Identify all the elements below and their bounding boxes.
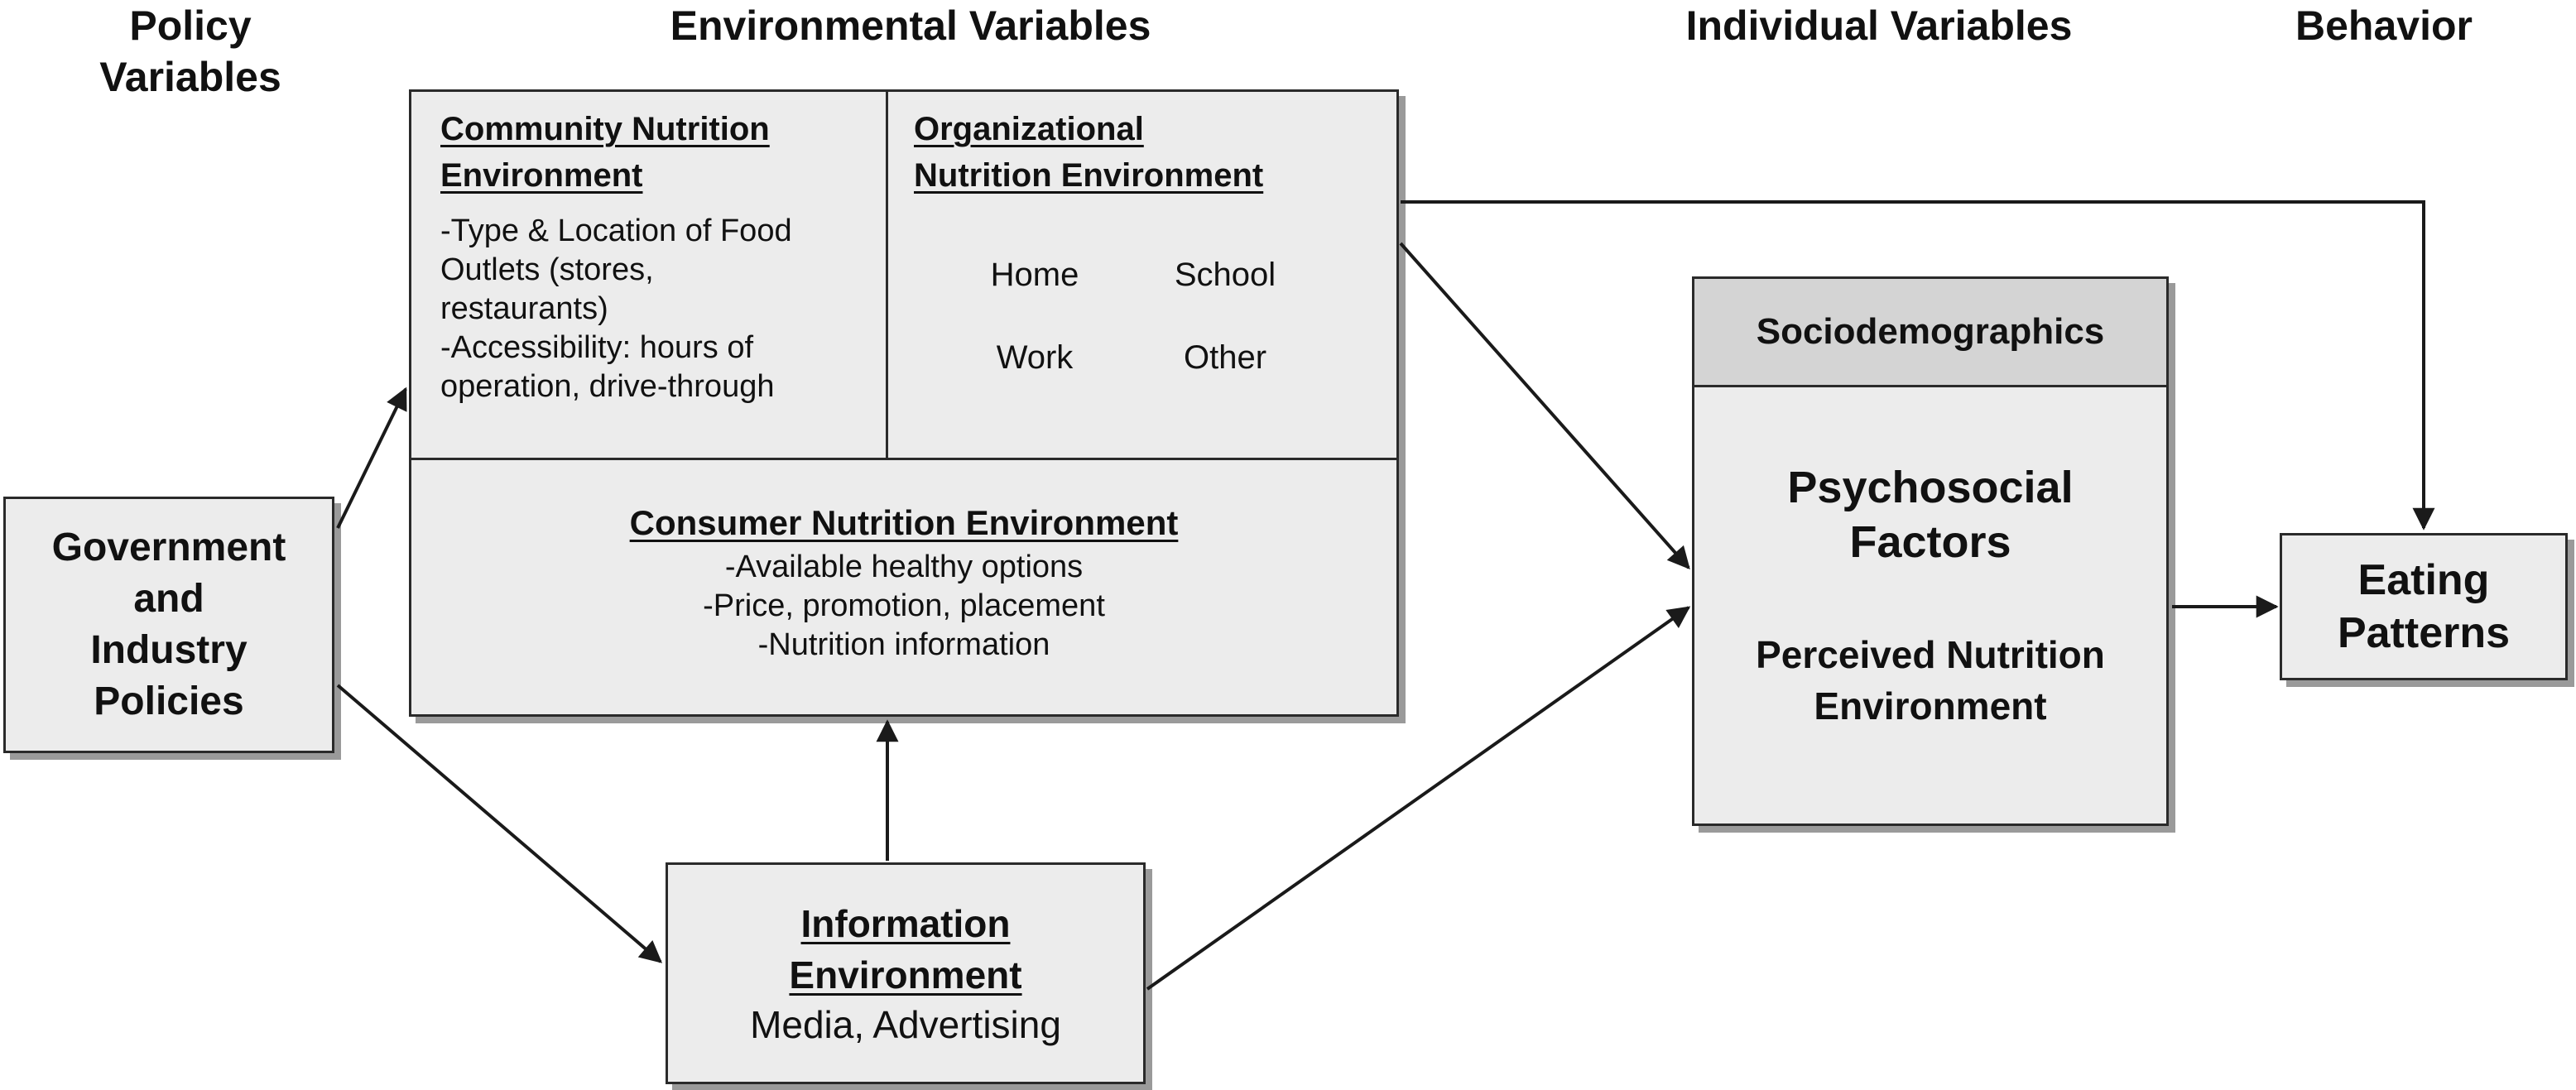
column-header-behavior: Behavior bbox=[2295, 2, 2473, 49]
sociodemographics-label: Sociodemographics bbox=[1756, 311, 2105, 352]
sociodemographics-header: Sociodemographics bbox=[1694, 279, 2166, 387]
consumer-item-nutrition-info: -Nutrition information bbox=[757, 627, 1050, 662]
environment-divider-horizontal bbox=[409, 458, 1399, 460]
arrow-government-to-community bbox=[336, 387, 407, 529]
org-setting-school: School bbox=[1174, 257, 1276, 293]
community-nutrition-title: Community Nutrition Environment bbox=[440, 111, 770, 194]
community-item-food-outlets: -Type & Location of Food Outlets (stores… bbox=[440, 214, 792, 326]
community-nutrition-section: Community Nutrition Environment -Type & … bbox=[440, 106, 879, 406]
arrow-information-to-individual bbox=[1146, 606, 1691, 991]
organizational-nutrition-section: Organizational Nutrition Environment bbox=[914, 106, 1394, 199]
column-header-individual: Individual Variables bbox=[1685, 2, 2073, 49]
arrow-government-to-information bbox=[336, 684, 663, 963]
arrow-organizational-to-individual bbox=[1399, 242, 1690, 570]
org-setting-home: Home bbox=[990, 257, 1079, 293]
government-policies-label: Government and Industry Policies bbox=[51, 526, 286, 723]
arrow-organizational-to-eating bbox=[1401, 200, 2435, 531]
information-environment-box: Information Environment Media, Advertisi… bbox=[666, 862, 1146, 1084]
community-item-accessibility: -Accessibility: hours of operation, driv… bbox=[440, 330, 775, 404]
column-header-policy: Policy Variables bbox=[99, 2, 281, 100]
psychosocial-factors-label: Psychosocial Factors bbox=[1787, 463, 2074, 567]
government-policies-box: Government and Industry Policies bbox=[3, 497, 334, 753]
org-setting-other: Other bbox=[1183, 339, 1267, 376]
organizational-nutrition-title: Organizational Nutrition Environment bbox=[914, 111, 1264, 194]
consumer-nutrition-section: Consumer Nutrition Environment -Availabl… bbox=[409, 500, 1399, 665]
perceived-nutrition-environment-label: Perceived Nutrition Environment bbox=[1756, 633, 2105, 727]
information-environment-subtitle: Media, Advertising bbox=[750, 1003, 1061, 1046]
column-header-environmental: Environmental Variables bbox=[670, 2, 1151, 49]
consumer-item-healthy-options: -Available healthy options bbox=[724, 550, 1084, 584]
eating-patterns-box: Eating Patterns bbox=[2280, 533, 2568, 680]
consumer-item-price: -Price, promotion, placement bbox=[703, 588, 1105, 623]
consumer-nutrition-title: Consumer Nutrition Environment bbox=[629, 503, 1179, 542]
eating-patterns-label: Eating Patterns bbox=[2337, 556, 2511, 657]
environment-divider-vertical bbox=[886, 89, 888, 459]
information-environment-title: Information Environment bbox=[789, 902, 1022, 996]
org-setting-work: Work bbox=[996, 339, 1074, 376]
environmental-variables-box bbox=[409, 89, 1399, 717]
